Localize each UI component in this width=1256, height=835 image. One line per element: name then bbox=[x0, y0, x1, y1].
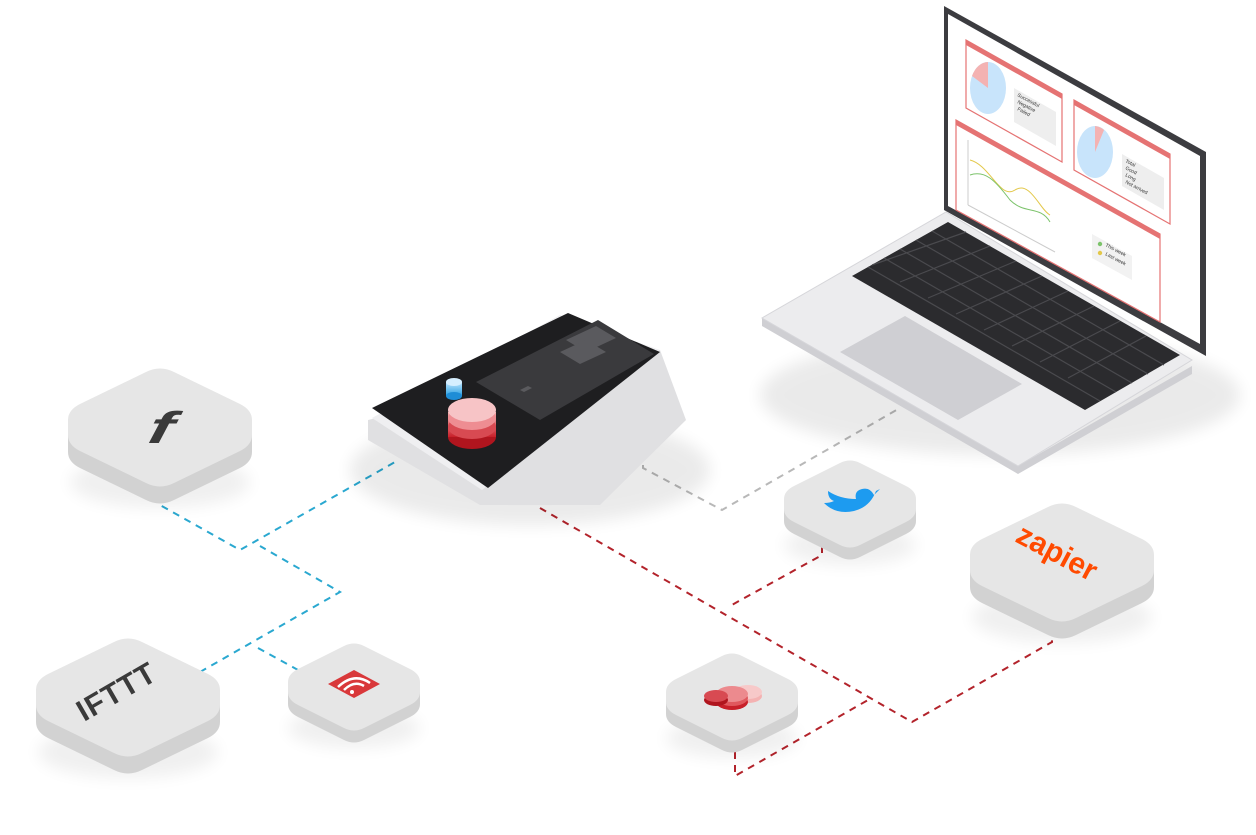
dashboard: Successful Negative Failed Total Good Lo… bbox=[955, 38, 1171, 324]
link-device-laptop bbox=[642, 407, 901, 512]
counter-device bbox=[350, 313, 710, 525]
tile-coins[interactable] bbox=[666, 653, 798, 759]
coin-stack-large bbox=[448, 398, 496, 449]
panel1-row-2: Failed bbox=[1016, 106, 1031, 118]
link-device-zapier bbox=[539, 507, 1053, 724]
panel2-row-0: Total bbox=[1124, 158, 1136, 168]
panel2-row-2: Long bbox=[1124, 172, 1137, 183]
tile-facebook[interactable]: f bbox=[68, 368, 252, 509]
coin-stack-icon bbox=[704, 685, 762, 710]
link-ifttt-hub bbox=[199, 545, 343, 673]
tile-twitter[interactable] bbox=[784, 460, 916, 566]
coin-stack-small bbox=[446, 378, 462, 400]
keyboard-grid bbox=[867, 230, 1165, 402]
laptop: Successful Negative Failed Total Good Lo… bbox=[760, 6, 1240, 474]
laptop-base-side bbox=[762, 318, 1192, 474]
display-bars bbox=[520, 326, 616, 392]
tile-zapier[interactable]: zapier bbox=[970, 503, 1154, 644]
panel2-row-1: Good bbox=[1124, 165, 1138, 176]
twitter-bird-icon bbox=[824, 488, 880, 512]
device-display bbox=[476, 320, 654, 420]
tile-rss[interactable] bbox=[288, 643, 420, 749]
trackpad bbox=[840, 316, 1022, 420]
tile-ifttt[interactable]: IFTTT bbox=[36, 638, 220, 779]
link-rss-hub bbox=[257, 647, 299, 671]
line-chart bbox=[967, 140, 1056, 253]
rss-icon bbox=[328, 670, 380, 698]
